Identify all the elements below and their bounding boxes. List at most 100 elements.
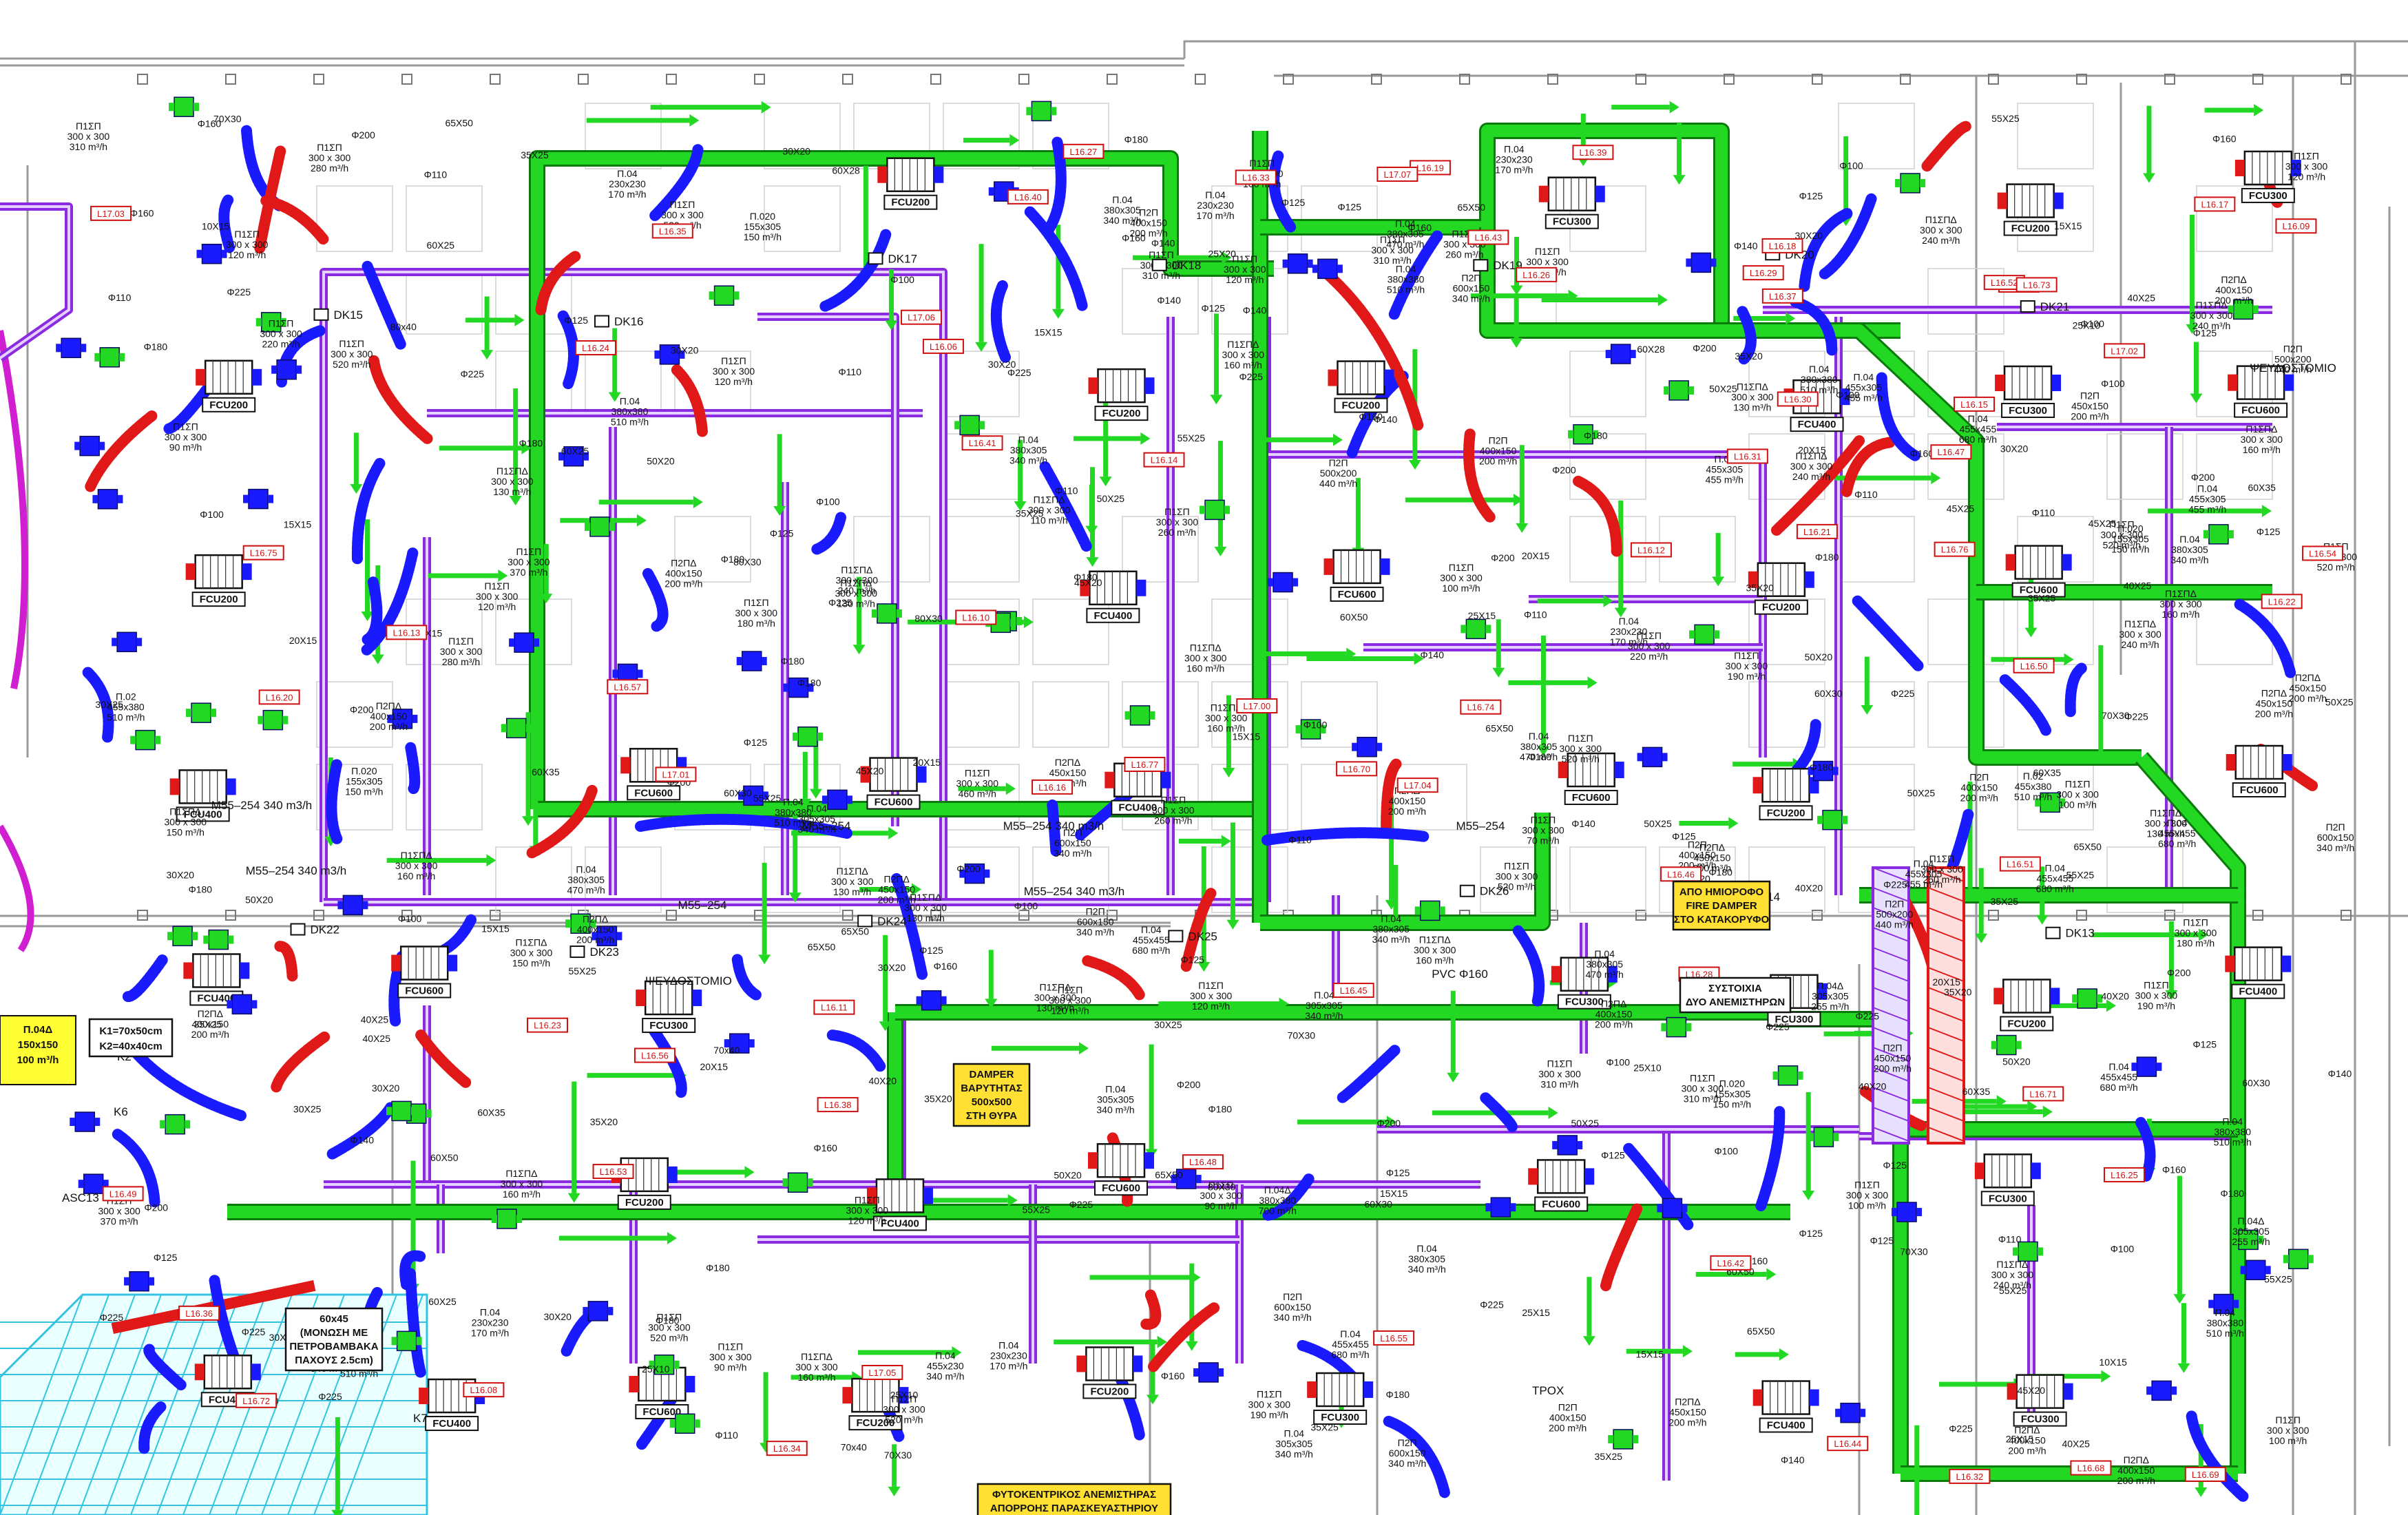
diffuser-face [787, 1172, 808, 1193]
room-tag-box [1235, 169, 1277, 185]
diffuser-neck [1149, 711, 1155, 720]
duct-size-label: 50X20 [2002, 1056, 2031, 1067]
ceiling-tile [1032, 598, 1109, 665]
fcu-label: FCU400 [1798, 419, 1836, 430]
unit-label-line: 300 x 300 [308, 152, 351, 163]
unit-label-line: 300 x 300 [2159, 598, 2202, 609]
fan-coil-unit: FCU400 [169, 769, 236, 822]
ceiling-tile [2196, 598, 2273, 665]
diffuser-neck [1710, 258, 1717, 267]
flow-arrow [1099, 477, 1112, 487]
unit-label-line: 200 m³/h [2071, 411, 2108, 422]
room-tag-text: L16.35 [659, 226, 687, 236]
flow-arrow [1414, 652, 1424, 665]
diffuser-neck [1352, 742, 1358, 751]
diameter-label: Φ160 [813, 1142, 837, 1153]
diameter-label: Φ110 [1998, 1234, 2022, 1245]
room-tag: L16.57 [607, 679, 649, 695]
duct-size-label: 40X20 [869, 1075, 897, 1086]
flex-duct [325, 1102, 397, 1160]
room-tag: L16.48 [1182, 1154, 1224, 1170]
diameter-label: Φ125 [1870, 1235, 1894, 1246]
diameter-label: Φ180 [1815, 552, 1839, 563]
duct-size-label: 65X50 [445, 117, 473, 128]
fcu-return-plenum [667, 1166, 678, 1183]
room-tag-text: L17.04 [1404, 780, 1432, 791]
pool-hatch [104, 1294, 188, 1515]
diffuser-neck [1835, 1408, 1841, 1417]
diffuser [871, 603, 902, 624]
diffuser [2013, 1241, 2044, 1262]
room-tag-text: L16.68 [2077, 1463, 2105, 1474]
unit-label-line: 400x150 [1679, 850, 1716, 861]
unit-label-line: 300 x 300 [795, 1361, 838, 1372]
unit-label-line: 300 x 300 [1184, 653, 1227, 664]
diffuser [821, 789, 852, 811]
diffuser-neck [1552, 1140, 1558, 1149]
unit-label-line: 100 m³/h [2058, 799, 2096, 810]
ceiling-tile [1211, 681, 1288, 748]
diffuser [1124, 705, 1155, 726]
diffuser-neck [2171, 1386, 2177, 1395]
diffuser [196, 243, 227, 264]
flex-duct [1999, 674, 2052, 737]
unit-label-line: Π1ΣΠ [892, 1393, 917, 1404]
room-tag-text: L16.42 [1717, 1258, 1745, 1268]
note-line: (ΜΟΝΩΣΗ ΜΕ [300, 1327, 368, 1339]
flow-arrow [1514, 494, 1524, 507]
room-tag: L16.40 [1007, 189, 1049, 205]
fcu-tag-box [883, 194, 938, 210]
diffuser [793, 726, 824, 747]
fcu-return-plenum [1607, 965, 1617, 983]
room-tag-text: L16.19 [1416, 163, 1444, 173]
diffuser-neck [1337, 264, 1343, 273]
room-tag: L16.27 [1062, 143, 1104, 159]
flow-arrow [2106, 999, 2117, 1012]
room-tag-text: L16.37 [1769, 291, 1797, 302]
diffuser-neck [525, 724, 532, 733]
unit-label-line: Π1ΣΠΔ [401, 850, 432, 861]
flex-duct [271, 1031, 331, 1093]
return-duct [757, 313, 899, 826]
flex-duct [2234, 598, 2296, 678]
unit-label-line: Π.04 [935, 1350, 956, 1361]
unit-label-line: Π.04 [1809, 364, 1830, 375]
room-tag-box [242, 545, 284, 561]
diffuser-neck [2097, 994, 2103, 1003]
diffuser [1295, 719, 1326, 740]
ceiling-tile [1301, 185, 1378, 252]
flow-arrow [522, 816, 535, 826]
unit-label-line: 340 m³/h [1388, 1458, 1426, 1469]
flex-duct [1261, 827, 1431, 846]
diffuser-neck [185, 1120, 191, 1129]
unit-label-line: Π2Π [1283, 1291, 1302, 1302]
room-tag-box [766, 1441, 808, 1456]
diameter-label: Φ180 [797, 677, 821, 688]
room-tag: L16.69 [2184, 1466, 2226, 1482]
unit-label-line: 230x230 [1611, 626, 1648, 637]
k6-label: K7 [413, 1412, 428, 1425]
column [1371, 74, 1382, 85]
unit-label-line: Π.04 [783, 796, 804, 807]
unit-label-line: Π.04 [1105, 1083, 1126, 1094]
fan-coil-unit: FCU400 [1752, 1380, 1819, 1433]
fcu-tag-box [2001, 402, 2055, 418]
fcu-tag-box [202, 397, 256, 412]
unit-label-line: 90 m³/h [169, 441, 202, 452]
unit-label-line: Π1ΣΠ [1636, 630, 1662, 641]
unit-label-line: 300 x 300 [440, 646, 483, 657]
flow-arrow [744, 1166, 755, 1179]
diffuser-neck [1320, 725, 1326, 734]
flex-duct [163, 381, 215, 435]
diffuser-neck [1714, 630, 1720, 639]
diameter-label: Φ180 [1208, 1103, 1232, 1114]
flex-duct [1480, 1092, 1518, 1133]
unit-label-line: Π2Π [2080, 390, 2100, 401]
diffuser [1026, 101, 1057, 122]
duct-size-label: 10X15 [2099, 1357, 2127, 1368]
diffuser [1637, 746, 1668, 768]
fcu-body [1983, 1153, 2033, 1189]
diameter-label: Φ200 [2191, 472, 2215, 483]
unit-label-line: Π1ΣΠ [1568, 733, 1593, 744]
fcu-label: FCU600 [2240, 784, 2279, 796]
